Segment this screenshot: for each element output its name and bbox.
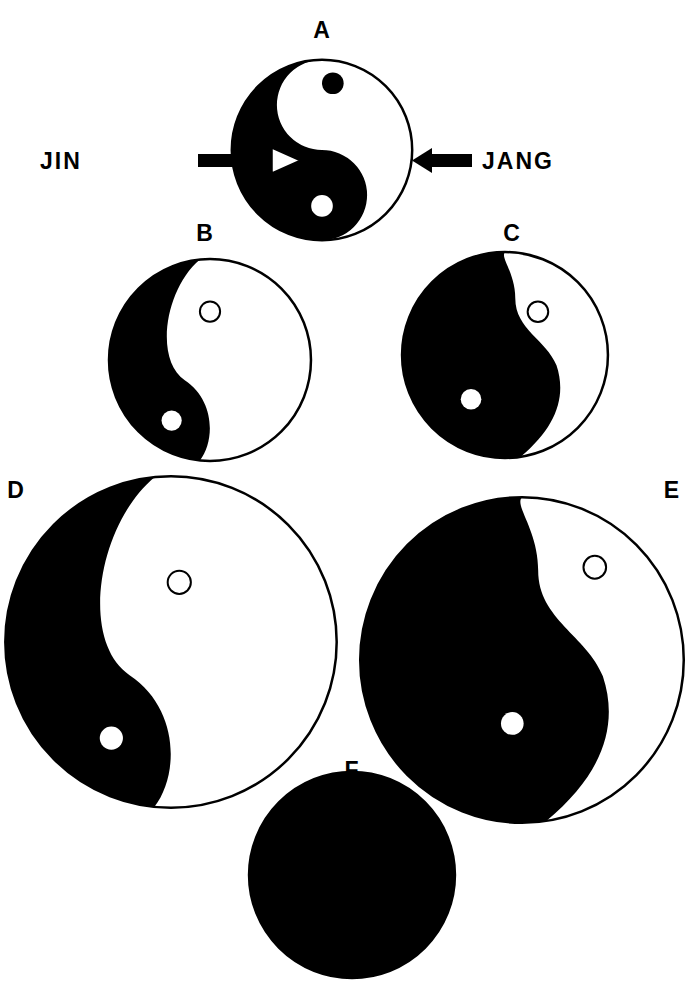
light-region — [277, 60, 412, 240]
dot — [583, 556, 606, 579]
dark-disc — [232, 60, 412, 240]
yin-yang-symbol — [357, 494, 687, 826]
dot — [528, 301, 549, 322]
yin-yang-circle: A — [230, 58, 414, 242]
dot — [501, 712, 524, 735]
figure-letter: C — [503, 222, 521, 245]
yin-yang-symbol — [107, 257, 313, 463]
dark-disc — [249, 772, 455, 978]
yin-yang-circle: C — [400, 250, 610, 460]
circle-outline — [402, 252, 608, 458]
light-region — [100, 476, 337, 807]
circle-outline — [249, 772, 455, 978]
dot — [168, 571, 191, 594]
yin-yang-symbol — [2, 473, 340, 811]
yin-yang-circle: D — [2, 473, 340, 811]
jang-arrow-shaft — [428, 154, 472, 167]
circle-outline — [360, 497, 684, 822]
figure-letter: D — [7, 479, 25, 502]
jang-arrow-head — [412, 148, 432, 173]
yin-yang-circle: F — [247, 770, 457, 980]
light-region — [520, 497, 685, 821]
yin-yang-circle: E — [357, 494, 687, 826]
dot — [162, 410, 182, 430]
dot — [100, 727, 123, 750]
figure-letter: E — [664, 479, 680, 502]
circle-outline — [232, 60, 412, 240]
pointer-label: JANG — [482, 150, 554, 173]
dark-disc — [402, 252, 608, 458]
yin-yang-symbol — [230, 58, 414, 242]
dark-disc — [109, 259, 311, 461]
figure-letter: A — [313, 19, 331, 42]
figure-letter: B — [196, 222, 214, 245]
light-region — [167, 259, 311, 461]
yin-yang-symbol — [400, 250, 610, 460]
dot — [200, 301, 220, 321]
circle-outline — [109, 259, 311, 461]
figure-letter: F — [344, 759, 359, 782]
dot — [322, 72, 344, 94]
dot — [461, 389, 482, 410]
circle-outline — [5, 476, 336, 807]
dark-disc — [5, 476, 336, 807]
yin-yang-circle: B — [107, 257, 313, 463]
dot — [311, 195, 333, 217]
yin-yang-symbol — [247, 770, 457, 980]
light-region — [504, 252, 609, 457]
pointer-label: JIN — [40, 150, 82, 173]
